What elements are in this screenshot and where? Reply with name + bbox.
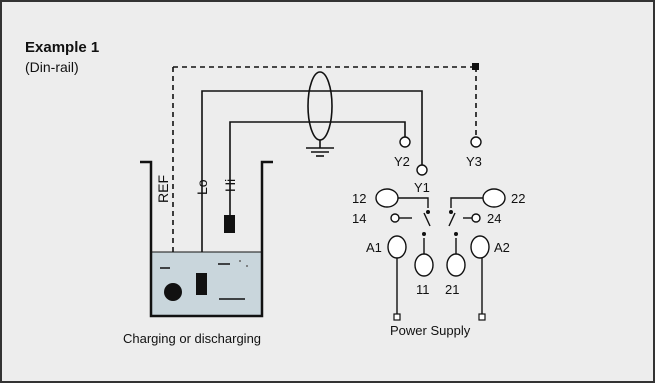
- ref-label: REF: [155, 175, 171, 203]
- contact-wiring: [398, 197, 483, 254]
- terminal-y2: [399, 136, 411, 148]
- y1-label: Y1: [414, 180, 430, 195]
- lo-label: Lo: [194, 179, 210, 195]
- label-12: 12: [352, 191, 366, 206]
- terminal-a2: [470, 235, 490, 259]
- terminal-21: [446, 253, 466, 277]
- terminal-22: [482, 188, 506, 208]
- shield-junction: [472, 63, 479, 70]
- label-11: 11: [416, 282, 430, 297]
- power-leads: [396, 258, 483, 314]
- ref-electrode: [164, 283, 182, 301]
- tank-caption: Charging or discharging: [123, 331, 261, 346]
- ground-icon: [306, 140, 334, 157]
- label-21: 21: [445, 282, 459, 297]
- terminal-a1: [387, 235, 407, 259]
- terminal-y1: [416, 164, 428, 176]
- contact-pivot: [454, 232, 458, 236]
- power-terminal-left: [393, 313, 401, 321]
- label-22: 22: [511, 191, 525, 206]
- label-a2: A2: [494, 240, 510, 255]
- y3-label: Y3: [466, 154, 482, 169]
- power-supply-caption: Power Supply: [390, 323, 471, 338]
- label-14: 14: [352, 211, 366, 226]
- contact-pivot: [426, 210, 430, 214]
- bubble: [239, 260, 241, 262]
- terminal-11: [414, 253, 434, 277]
- hi-electrode: [224, 215, 235, 233]
- terminal-12: [375, 188, 399, 208]
- terminal-14: [390, 213, 400, 223]
- tank-walls: [140, 160, 273, 318]
- label-24: 24: [487, 211, 501, 226]
- contact-pivot: [449, 210, 453, 214]
- ref-wire: [172, 66, 477, 268]
- terminal-y3: [470, 136, 482, 148]
- example-title: Example 1: [25, 39, 99, 56]
- lo-wire: [201, 90, 423, 273]
- relay-contacts: [375, 188, 506, 277]
- mounting-subtitle: (Din-rail): [25, 59, 79, 75]
- hi-label: Hi: [222, 179, 238, 192]
- lo-electrode: [196, 273, 207, 295]
- bubble: [246, 265, 248, 267]
- y2-label: Y2: [394, 154, 410, 169]
- label-a1: A1: [366, 240, 382, 255]
- hi-wire: [229, 121, 406, 215]
- contact-pivot: [422, 232, 426, 236]
- terminal-24: [471, 213, 481, 223]
- power-terminal-right: [478, 313, 486, 321]
